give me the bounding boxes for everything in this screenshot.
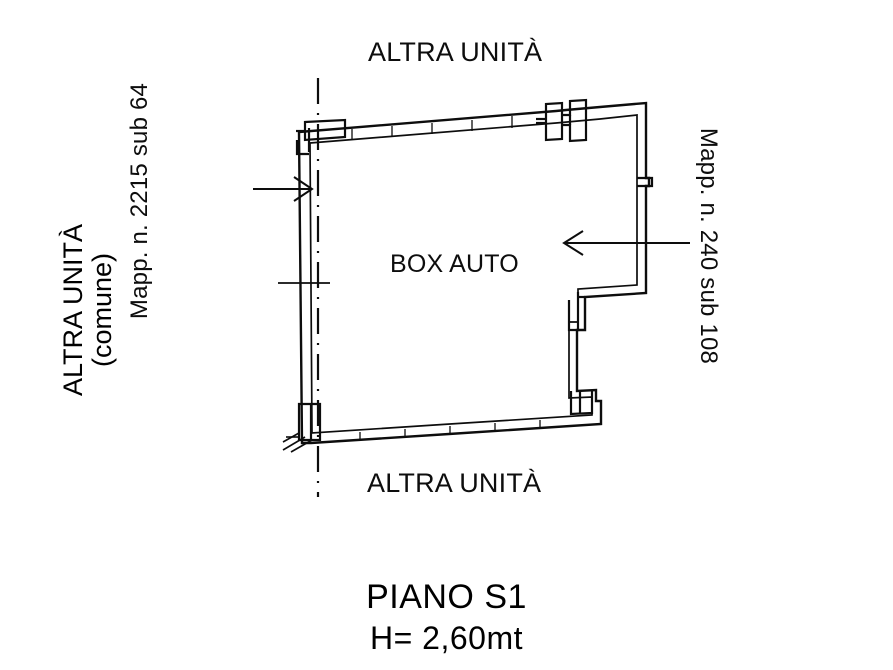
pilaster-top-mid [536, 98, 588, 143]
label-altra-unita-bottom: ALTRA UNITÀ [367, 468, 542, 498]
title-block: PIANO S1 H= 2,60mt [0, 578, 893, 656]
boundary-hatch [282, 432, 313, 453]
wall-stub-right [637, 176, 654, 188]
label-altra-unita-comune-left: ALTRA UNITÀ (comune) [58, 185, 120, 435]
label-comune-left-line2: (comune) [87, 252, 117, 368]
pilaster-bottom-right [569, 390, 594, 416]
bottom-wall-thickness [359, 420, 541, 441]
label-altra-unita-left-line1: ALTRA UNITÀ [58, 223, 88, 397]
pilaster-right-notch [567, 292, 585, 332]
leader-arrow-left [253, 176, 314, 202]
inner-wall-outline [309, 114, 638, 434]
label-mappale-left: Mapp. n. 2215 sub 64 [126, 82, 153, 320]
leader-arrow-right [562, 230, 690, 256]
title-floor-level: PIANO S1 [366, 578, 527, 616]
pilaster-bottom-left [297, 402, 322, 442]
top-wall-thickness [351, 116, 513, 140]
label-altra-unita-top: ALTRA UNITÀ [368, 37, 543, 67]
outer-wall-outline [297, 101, 651, 445]
label-box-auto: BOX AUTO [390, 250, 519, 278]
title-ceiling-height: H= 2,60mt [369, 619, 523, 656]
pilaster-top-left [295, 118, 347, 156]
label-mappale-right: Mapp. n. 240 sub 108 [695, 127, 722, 365]
